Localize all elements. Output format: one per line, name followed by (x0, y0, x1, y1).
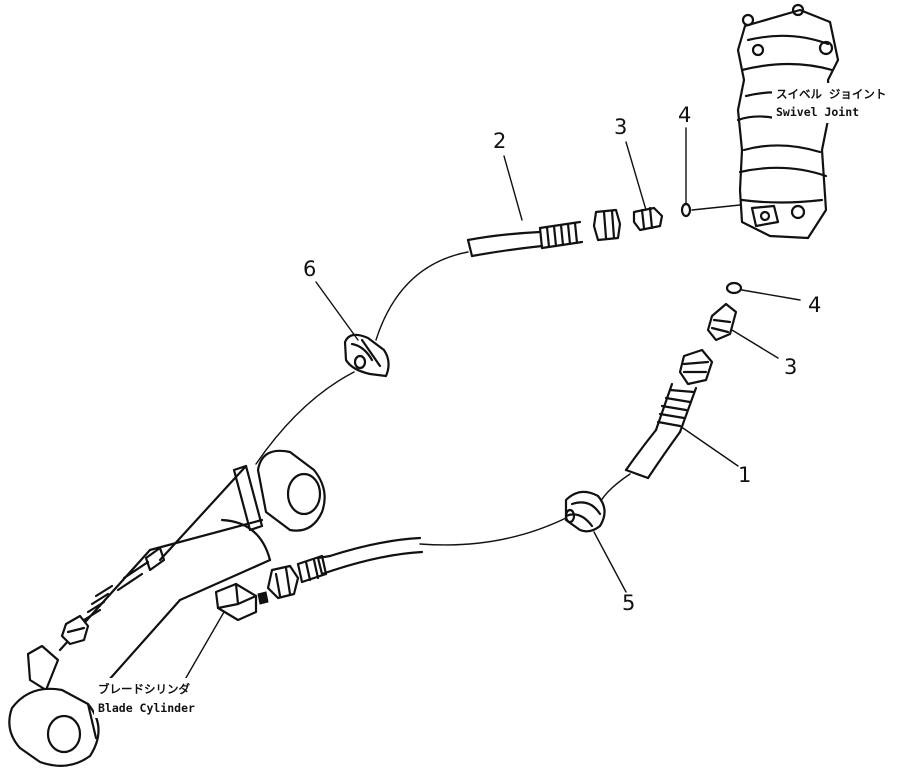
callout-5-number: 5 (622, 591, 635, 615)
callout-4-upper: 4 (678, 103, 691, 205)
clamp-6 (343, 333, 390, 378)
o-ring-4-upper (680, 202, 741, 218)
hose-lower-end (257, 536, 424, 605)
swivel-joint-label: スイベル ジョイント Swivel Joint (772, 83, 890, 123)
callout-3-upper: 3 (614, 115, 647, 211)
callout-6: 6 (303, 257, 359, 341)
hose-lower (595, 281, 801, 513)
clamp-5 (419, 490, 627, 593)
fitting-3-upper (632, 206, 664, 232)
callout-4-lower: 4 (808, 293, 821, 317)
hose-upper (255, 208, 622, 465)
blade-cylinder-label: ブレードシリンダ Blade Cylinder (94, 678, 228, 718)
callout-3-lower-number: 3 (784, 355, 797, 379)
blade-cylinder-label-jp: ブレードシリンダ (98, 682, 190, 696)
callout-2-number: 2 (493, 129, 506, 153)
swivel-joint-label-en: Swivel Joint (776, 105, 859, 119)
blade-cylinder (8, 449, 326, 767)
callout-1-number: 1 (738, 463, 751, 487)
callout-4-upper-number: 4 (678, 103, 691, 127)
callout-3-upper-number: 3 (614, 115, 627, 139)
callout-6-number: 6 (303, 257, 316, 281)
callout-3-lower: 3 (784, 355, 797, 379)
callout-4-lower-number: 4 (808, 293, 821, 317)
blade-cylinder-label-en: Blade Cylinder (98, 701, 195, 715)
swivel-joint (736, 3, 840, 240)
swivel-joint-label-jp: スイベル ジョイント (776, 87, 886, 101)
callout-1: 1 (738, 463, 751, 487)
o-ring-4-lower (725, 281, 743, 295)
callout-2: 2 (493, 129, 523, 221)
callout-5: 5 (622, 591, 635, 615)
